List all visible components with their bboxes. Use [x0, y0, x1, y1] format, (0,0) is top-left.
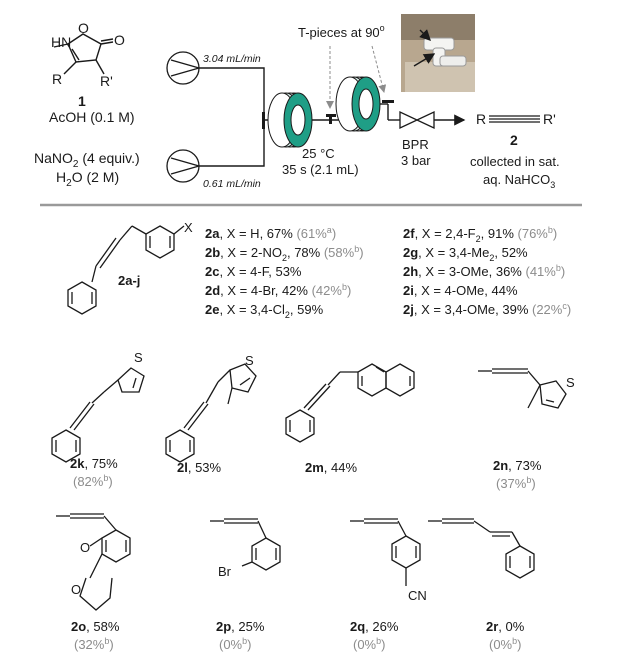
entry-2a: 2a, X = H, 67% (61%a) — [205, 225, 336, 241]
structure-2p — [210, 518, 281, 571]
carbonyl-oxygen: O — [114, 32, 125, 48]
entry-2f: 2f, X = 2,4-F2, 91% (76%b) — [403, 225, 557, 244]
substituent-x: X — [184, 220, 193, 235]
alt-yield-2r: (0%b) — [489, 636, 521, 652]
label-2k: 2k, 75% — [70, 456, 118, 471]
sulfur-2l: S — [245, 353, 254, 368]
label-2r: 2r, 0% — [486, 619, 525, 634]
reactor-coil-1-icon — [267, 92, 313, 148]
structure-2l — [165, 363, 257, 463]
alkyne-bond — [489, 115, 540, 123]
tpiece-photo — [401, 14, 475, 92]
entry-2c: 2c, X = 4-F, 53% — [205, 264, 302, 279]
structure-2m — [285, 363, 415, 443]
label-2q: 2q, 26% — [350, 619, 399, 634]
alt-yield-2n: (37%b) — [496, 475, 536, 491]
entry-2b: 2b, X = 2-NO2, 78% (58%b) — [205, 244, 364, 263]
product-r-prime: R' — [543, 111, 556, 127]
alt-yield-2k: (82%b) — [73, 473, 113, 489]
r-prime-group: R' — [100, 73, 113, 89]
pump-2-icon — [166, 149, 200, 183]
r-group: R — [52, 71, 62, 87]
collection-line1: collected in sat. — [470, 154, 560, 169]
label-2o: 2o, 58% — [71, 619, 120, 634]
compound-2-label: 2 — [510, 132, 518, 148]
tpieces-note: T-pieces at 90o — [298, 23, 385, 40]
series-right-list: 2f, X = 2,4-F2, 91% (76%b)2g, X = 3,4-Me… — [403, 225, 571, 317]
reagent2-line1: NaNO2 (4 equiv.) — [34, 150, 140, 170]
label-2p: 2p, 25% — [216, 619, 265, 634]
structure-2k — [51, 367, 145, 463]
structure-2n — [478, 368, 567, 409]
pump-1-icon — [166, 51, 200, 85]
compound-1-label: 1 — [78, 93, 86, 109]
entry-2i: 2i, X = 4-OMe, 44% — [403, 283, 518, 298]
structure-2r — [428, 518, 535, 579]
ring-oxygen: O — [78, 20, 89, 36]
series-left-list: 2a, X = H, 67% (61%a) 2b, X = 2-NO2, 78% … — [205, 225, 364, 320]
entry-2g: 2g, X = 3,4-Me2, 52% — [403, 245, 528, 263]
nitrile-2q: CN — [408, 588, 427, 603]
collection-line2: aq. NaHCO3 — [483, 172, 555, 190]
label-2n: 2n, 73% — [493, 458, 542, 473]
bromine-2p: Br — [218, 564, 232, 579]
sulfur-2k: S — [134, 350, 143, 365]
structure-2a-j — [67, 225, 185, 315]
temperature: 25 °C — [302, 146, 335, 161]
label-2l: 2l, 53% — [177, 460, 222, 475]
product-r: R — [476, 111, 486, 127]
entry-2d: 2d, X = 4-Br, 42% (42%b) — [205, 282, 351, 298]
reactor-coil-2-icon — [335, 76, 381, 132]
residence-time: 35 s (2.1 mL) — [282, 162, 359, 177]
reagent1-medium: AcOH (0.1 M) — [49, 109, 135, 125]
entry-2h: 2h, X = 3-OMe, 36% (41%b) — [403, 263, 565, 279]
label-2m: 2m, 44% — [305, 460, 357, 475]
reagent2-line2: H2O (2 M) — [56, 169, 119, 189]
entry-2j: 2j, X = 3,4-OMe, 39% (22%c) — [403, 301, 571, 317]
structure-2q — [350, 518, 421, 586]
hn-atom: HN — [51, 34, 71, 50]
alt-yield-2o: (32%b) — [74, 636, 114, 652]
series-label: 2a-j — [118, 273, 140, 288]
bpr-pressure: 3 bar — [401, 153, 431, 168]
tpiece-pointer-2 — [371, 45, 387, 93]
alt-yield-2p: (0%b) — [219, 636, 251, 652]
alt-yield-2q: (0%b) — [353, 636, 385, 652]
isoxazolone-structure — [53, 33, 114, 75]
flow-rate-2: 0.61 mL/min — [203, 178, 261, 190]
tpiece-1-icon — [262, 112, 265, 129]
bpr-valve-icon — [399, 110, 435, 130]
tpiece-3-icon — [382, 100, 394, 103]
structure-2o — [56, 513, 131, 611]
oxygen-2o-b: O — [71, 582, 81, 597]
bpr-label: BPR — [402, 137, 429, 152]
flow-rate-1: 3.04 mL/min — [203, 53, 261, 65]
oxygen-2o-a: O — [80, 540, 90, 555]
compound-labels: 2k, 75% (82%b) 2l, 53% 2m, 44% 2n, 73% (37%b)… — [70, 456, 542, 652]
entry-2e: 2e, X = 3,4-Cl2, 59% — [205, 302, 324, 320]
sulfur-2n: S — [566, 375, 575, 390]
